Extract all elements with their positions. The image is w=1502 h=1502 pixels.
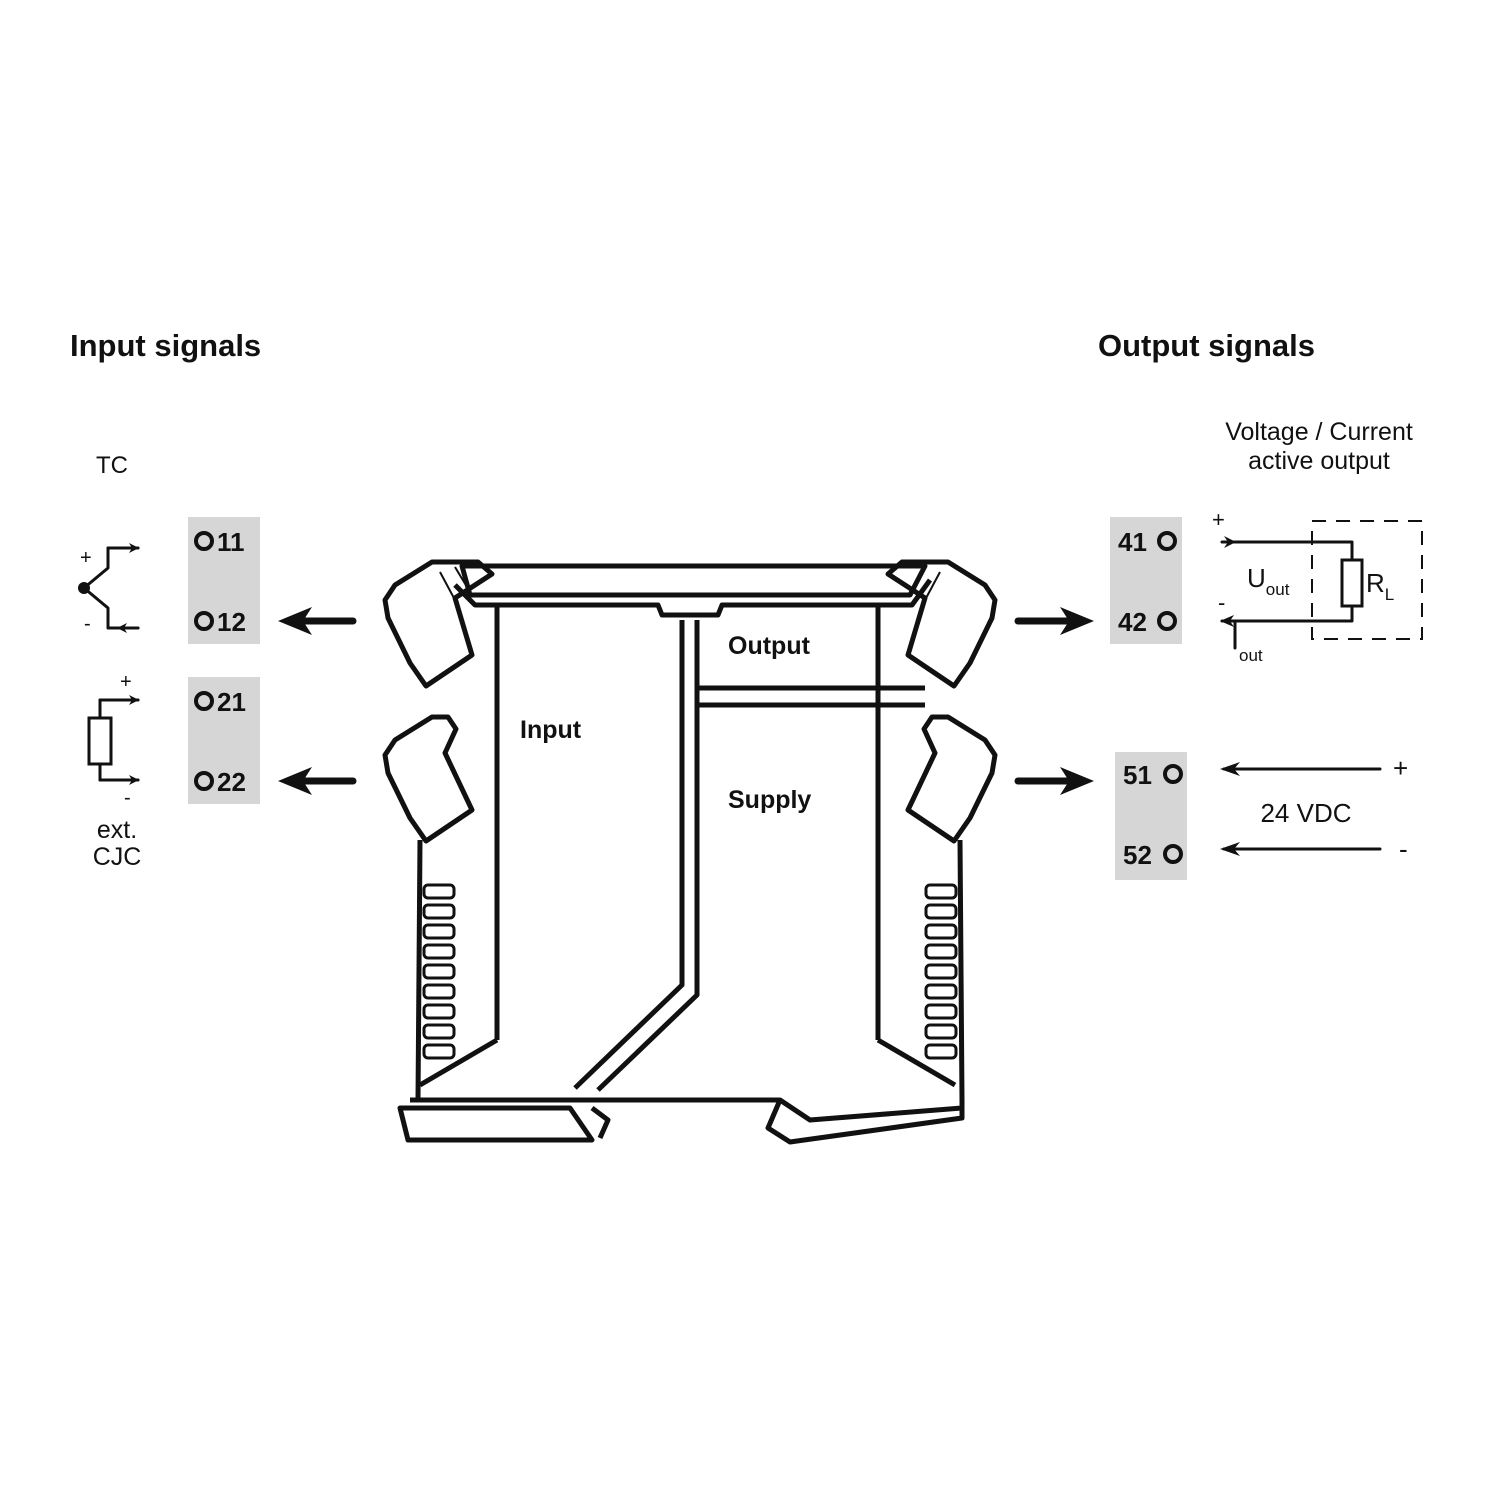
arrow-left-icon <box>278 607 357 635</box>
cooling-fin <box>924 1023 958 1040</box>
input-signals-heading: Input signals <box>70 328 261 363</box>
terminal-block-11-12 <box>188 517 260 644</box>
terminal-plug-left-lower <box>382 714 475 844</box>
arrow-right-icon <box>1014 607 1094 635</box>
svg-text:52: 52 <box>1123 840 1152 870</box>
cooling-fin <box>924 963 958 980</box>
svg-text:41: 41 <box>1118 527 1147 557</box>
cjc-label-line2: CJC <box>93 843 142 871</box>
svg-text:22: 22 <box>217 767 246 797</box>
din-rail-module <box>382 559 998 1145</box>
terminal-plug-left-upper <box>382 559 495 689</box>
output-minus-label: - <box>1218 590 1225 615</box>
terminal-51[interactable]: 51 <box>1123 760 1183 790</box>
cooling-fin <box>422 983 456 1000</box>
cooling-fin <box>924 943 958 960</box>
section-output-label: Output <box>728 632 811 660</box>
terminal-52[interactable]: 52 <box>1123 840 1183 870</box>
cjc-plus-label: + <box>120 671 132 693</box>
svg-text:21: 21 <box>217 687 246 717</box>
cooling-fin <box>924 983 958 1000</box>
output-type-title-line2: active output <box>1248 447 1390 475</box>
cooling-fin <box>422 1003 456 1020</box>
terminal-21[interactable]: 21 <box>194 687 246 717</box>
cjc-resistor-symbol: + - <box>87 671 140 809</box>
supply-plus-label: + <box>1393 753 1408 783</box>
arrow-left-icon <box>278 767 357 795</box>
rl-label: RL <box>1366 568 1394 604</box>
cooling-fin <box>924 903 958 920</box>
cjc-label-line1: ext. <box>97 816 137 844</box>
cooling-fin <box>422 883 456 900</box>
section-input-label: Input <box>520 716 582 744</box>
terminal-22[interactable]: 22 <box>194 767 246 797</box>
cooling-fin <box>422 963 456 980</box>
terminal-plug-right-lower <box>905 714 998 844</box>
terminal-41[interactable]: 41 <box>1118 527 1177 557</box>
cooling-fin <box>924 1003 958 1020</box>
tc-minus-label: - <box>84 613 91 635</box>
terminal-block-51-52 <box>1115 752 1187 880</box>
output-load-circuit: + - Uout out RL <box>1212 507 1423 665</box>
svg-text:11: 11 <box>217 527 245 557</box>
tc-plus-label: + <box>80 547 92 569</box>
cooling-fin <box>422 903 456 920</box>
svg-text:12: 12 <box>217 607 246 637</box>
supply-minus-label: - <box>1399 834 1408 864</box>
terminal-block-41-42 <box>1110 517 1182 644</box>
cjc-minus-label: - <box>124 787 131 809</box>
svg-text:51: 51 <box>1123 760 1152 790</box>
cooling-fins-right <box>924 883 958 1060</box>
cooling-fin <box>924 883 958 900</box>
terminal-block-21-22 <box>188 677 260 804</box>
output-plus-label: + <box>1212 507 1225 532</box>
section-supply-label: Supply <box>728 786 811 814</box>
cooling-fins-left <box>422 883 456 1060</box>
thermocouple-symbol: + - <box>78 543 140 635</box>
terminal-11[interactable]: 11 <box>194 527 245 557</box>
cooling-fin <box>422 1043 456 1060</box>
terminal-42[interactable]: 42 <box>1118 607 1177 637</box>
supply-voltage-label: 24 VDC <box>1260 798 1351 828</box>
output-signals-heading: Output signals <box>1098 328 1315 363</box>
u-out-label: Uout <box>1247 563 1290 599</box>
cooling-fin <box>422 1023 456 1040</box>
cooling-fin <box>924 923 958 940</box>
tc-label: TC <box>96 452 128 479</box>
terminal-12[interactable]: 12 <box>194 607 246 637</box>
cooling-fin <box>924 1043 958 1060</box>
terminal-plug-right-upper <box>885 559 998 689</box>
supply-connection: + - 24 VDC <box>1220 753 1408 864</box>
cooling-fin <box>422 923 456 940</box>
svg-text:42: 42 <box>1118 607 1147 637</box>
cooling-fin <box>422 943 456 960</box>
output-type-title-line1: Voltage / Current <box>1225 418 1413 446</box>
i-out-label: out <box>1239 646 1263 665</box>
arrow-right-icon <box>1014 767 1094 795</box>
